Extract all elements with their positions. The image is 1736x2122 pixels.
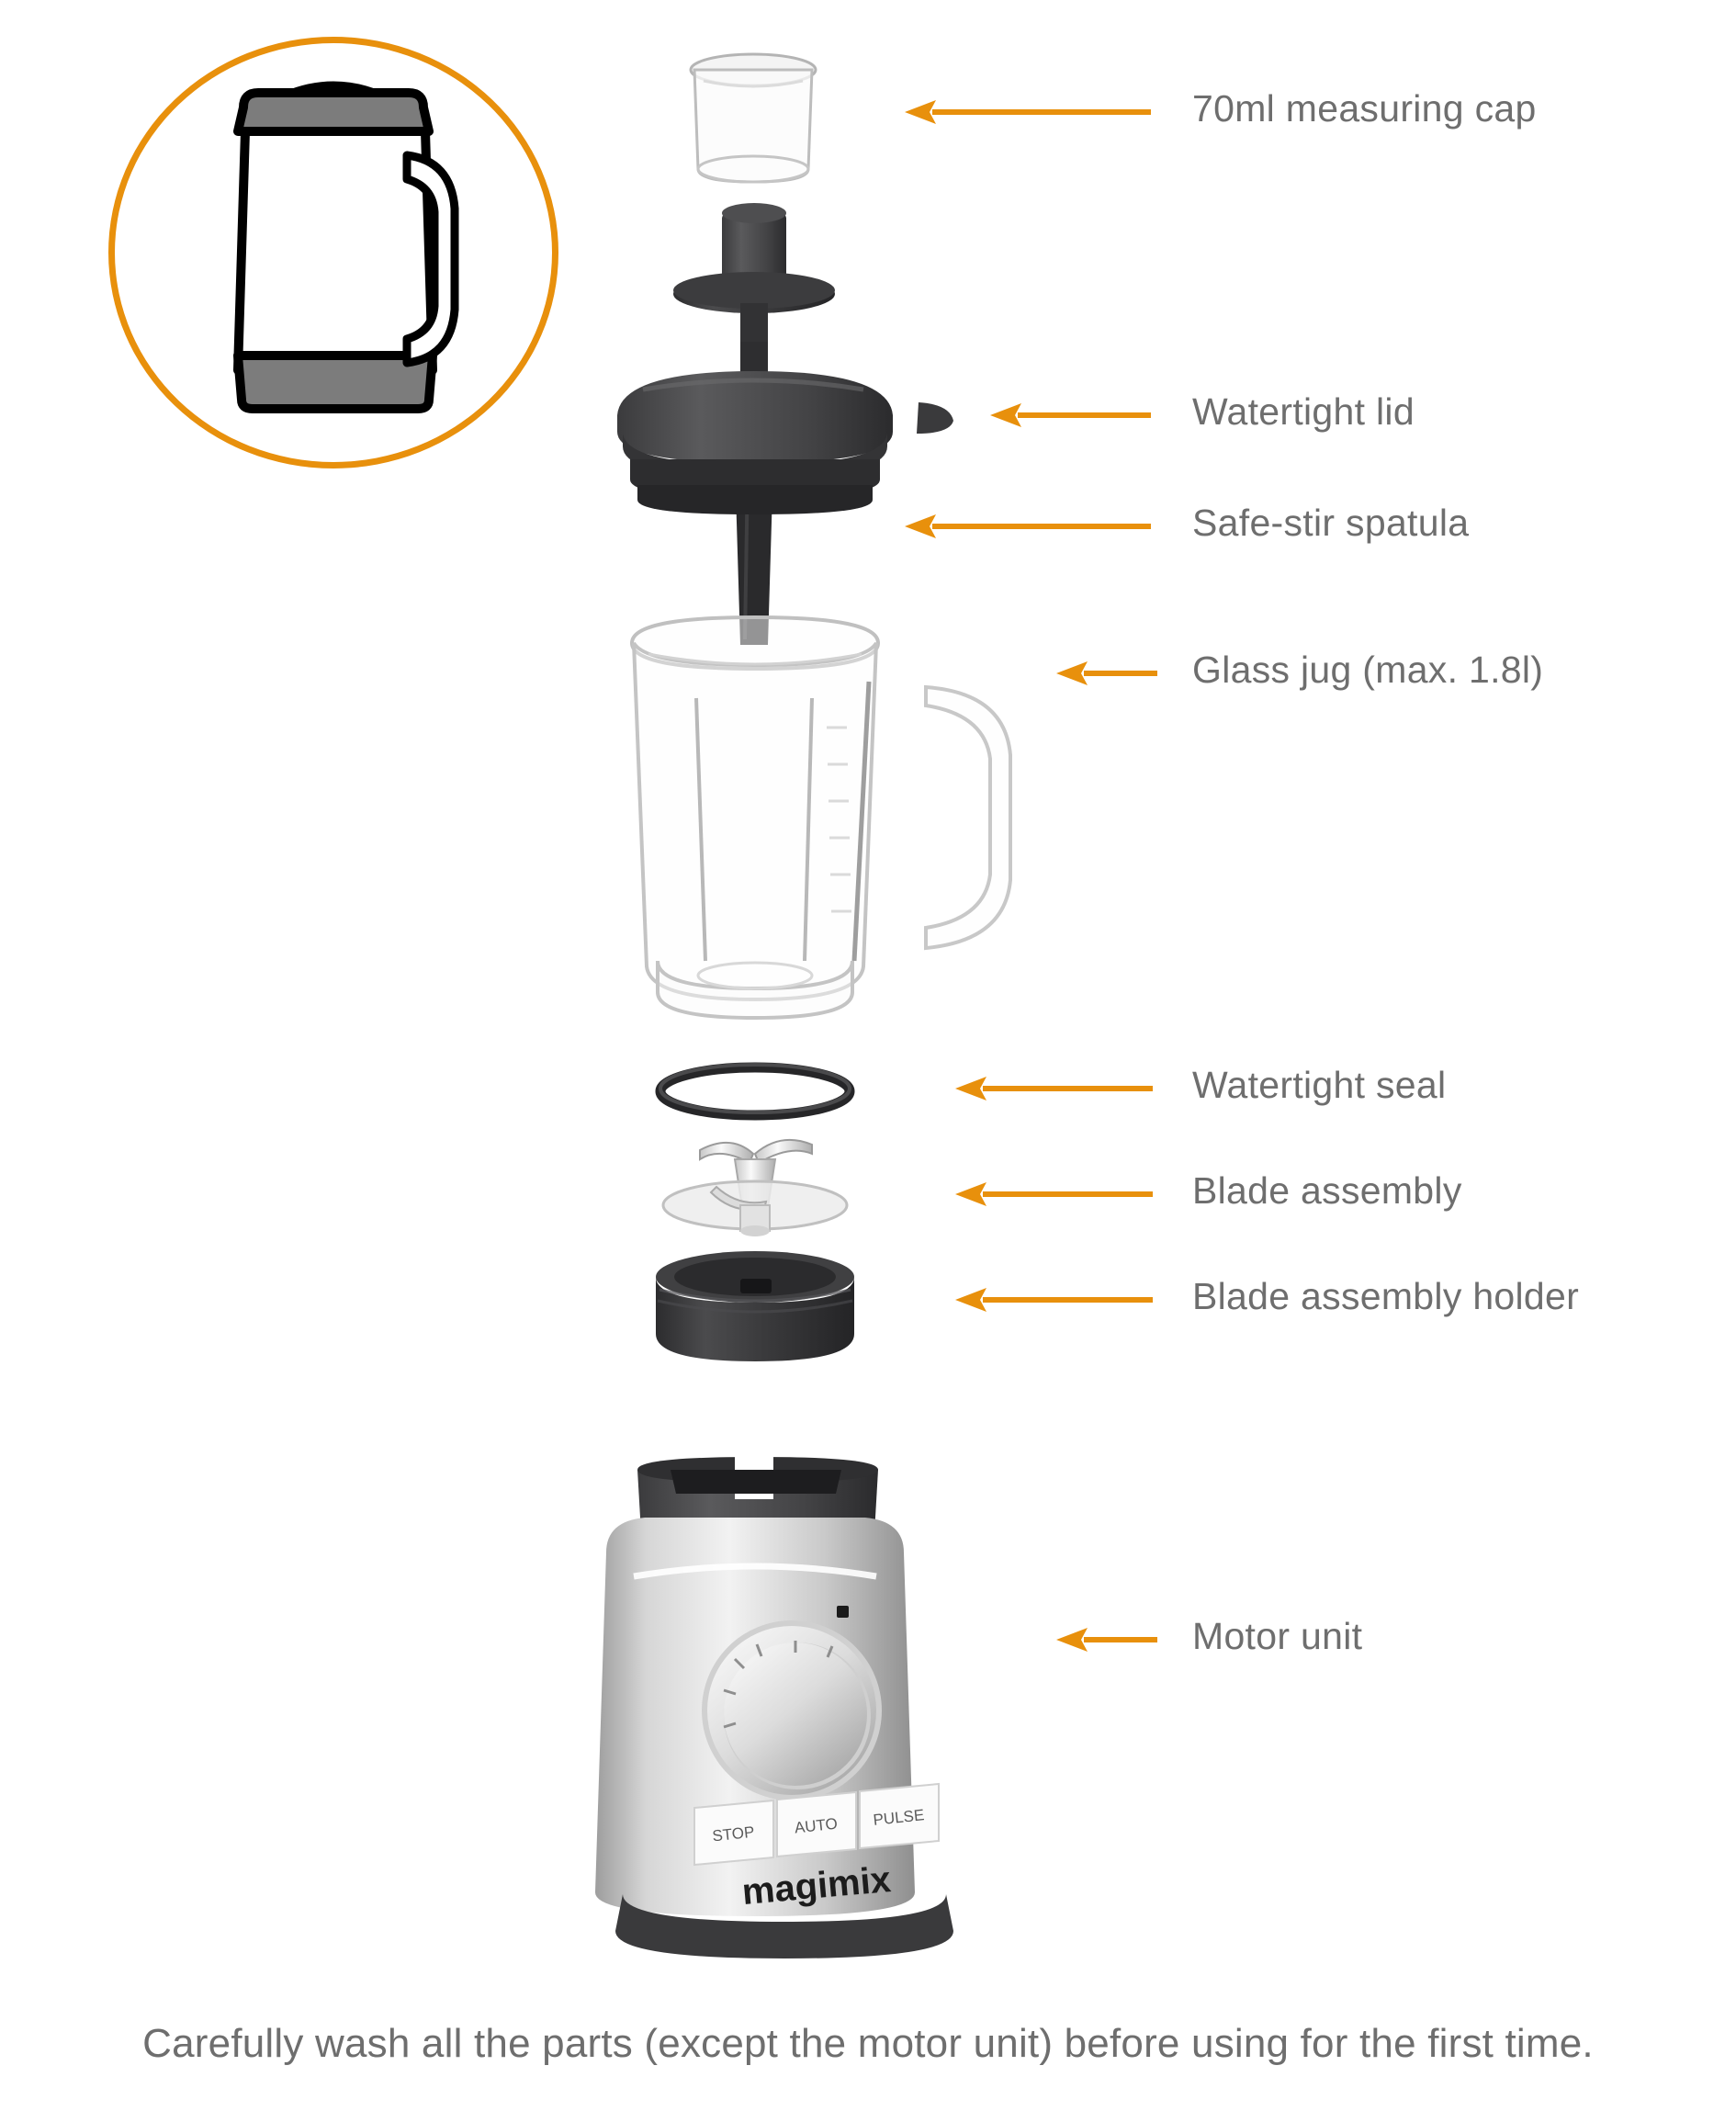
- watertight-lid-part: [617, 371, 953, 514]
- callout-arrow-blade-assembly-holder: [955, 1288, 1153, 1312]
- button-label-auto: AUTO: [794, 1815, 839, 1837]
- callout-label-watertight-lid: Watertight lid: [1192, 390, 1415, 433]
- callout-arrow-measuring-cap: [905, 100, 1151, 124]
- instruction-caption: Carefully wash all the parts (except the…: [142, 2021, 1594, 2066]
- callout-label-glass-jug: Glass jug (max. 1.8l): [1192, 649, 1544, 691]
- button-label-stop: STOP: [712, 1823, 756, 1845]
- blade-assembly-part: [661, 1138, 849, 1236]
- motor-unit-part: STOP AUTO PULSE magimix: [595, 1457, 953, 1958]
- callout-label-blade-assembly: Blade assembly: [1192, 1169, 1462, 1212]
- callout-label-measuring-cap: 70ml measuring cap: [1192, 87, 1537, 130]
- watertight-seal-part: [655, 1062, 855, 1121]
- callout-arrow-glass-jug: [1056, 661, 1157, 685]
- callout-label-watertight-seal: Watertight seal: [1192, 1064, 1447, 1106]
- blade-assembly-holder-part: [656, 1251, 854, 1361]
- blender-jug-badge: [108, 37, 558, 468]
- callout-arrow-watertight-seal: [955, 1077, 1153, 1101]
- glass-jug-part: [629, 615, 1012, 1021]
- power-indicator-dot: [837, 1606, 849, 1618]
- callout-arrow-blade-assembly: [955, 1182, 1153, 1206]
- callout-arrow-watertight-lid: [990, 403, 1151, 427]
- callout-label-safe-stir-spatula: Safe-stir spatula: [1192, 502, 1470, 544]
- callout-label-blade-assembly-holder: Blade assembly holder: [1192, 1275, 1580, 1317]
- callout-arrow-motor-unit: [1056, 1628, 1157, 1652]
- callout-label-motor-unit: Motor unit: [1192, 1615, 1363, 1657]
- blender-jug-icon: [233, 81, 459, 413]
- callout-arrow-safe-stir-spatula: [905, 514, 1151, 538]
- measuring-cap-part: [689, 52, 817, 184]
- control-buttons: STOP AUTO PULSE: [693, 1782, 940, 1867]
